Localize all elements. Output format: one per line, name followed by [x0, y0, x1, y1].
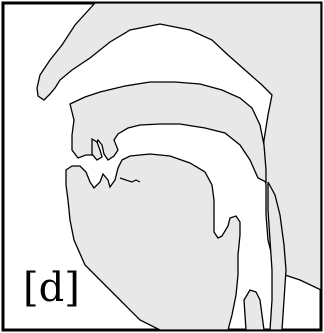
sound-label: [d]	[23, 268, 80, 308]
